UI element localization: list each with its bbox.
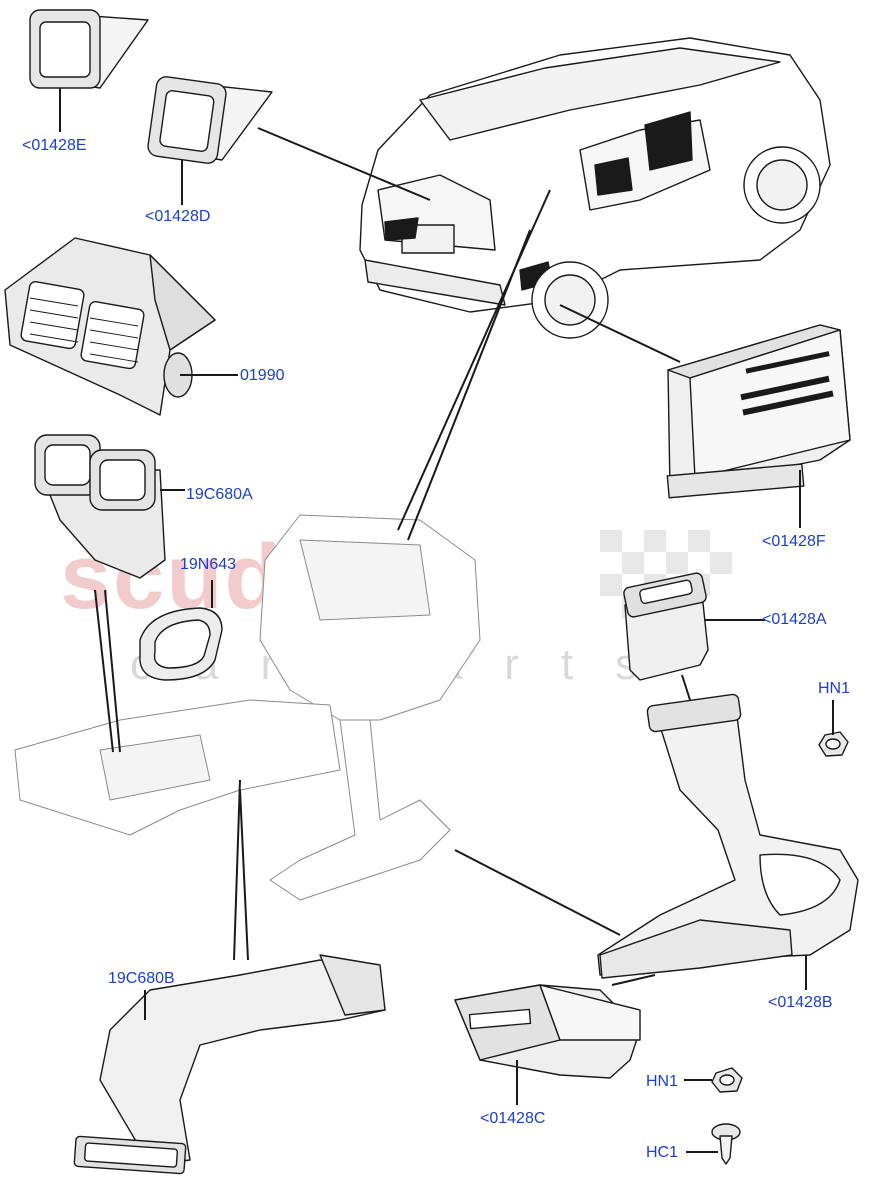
hvac-assembly-drawing xyxy=(14,514,481,901)
label-19C680B: 19C680B xyxy=(108,970,175,987)
leader-lines xyxy=(59,88,834,1153)
part-01990-drawing xyxy=(4,237,216,416)
part-01428D-drawing xyxy=(147,76,273,164)
vehicle-drawing xyxy=(359,37,831,339)
label-HN1-upper: HN1 xyxy=(818,680,851,697)
label-HN1-lower: HN1 xyxy=(646,1073,679,1090)
part-01428F-drawing xyxy=(666,324,851,499)
part-19N643-drawing xyxy=(139,607,223,681)
label-01428C: <01428C xyxy=(480,1110,546,1127)
label-01428D: <01428D xyxy=(145,208,211,225)
label-19C680A: 19C680A xyxy=(186,486,253,503)
label-01428E: <01428E xyxy=(22,137,87,154)
nut-hn1-upper-icon xyxy=(818,731,849,757)
part-19C680A-drawing xyxy=(34,434,166,579)
part-19C680B-drawing xyxy=(73,954,386,1175)
label-19N643: 19N643 xyxy=(180,556,237,573)
label-01428F: <01428F xyxy=(762,533,826,550)
label-01428A: <01428A xyxy=(762,611,827,628)
part-01428C-drawing xyxy=(454,984,641,1079)
part-01428B-drawing xyxy=(597,693,859,979)
nut-hn1-lower-icon xyxy=(711,1067,743,1093)
label-01990: 01990 xyxy=(240,367,285,384)
clip-hc1-icon xyxy=(711,1123,741,1165)
part-01428E-drawing xyxy=(29,9,149,89)
label-HC1: HC1 xyxy=(646,1144,679,1161)
label-01428B: <01428B xyxy=(768,994,833,1011)
part-01428A-drawing xyxy=(623,572,709,681)
